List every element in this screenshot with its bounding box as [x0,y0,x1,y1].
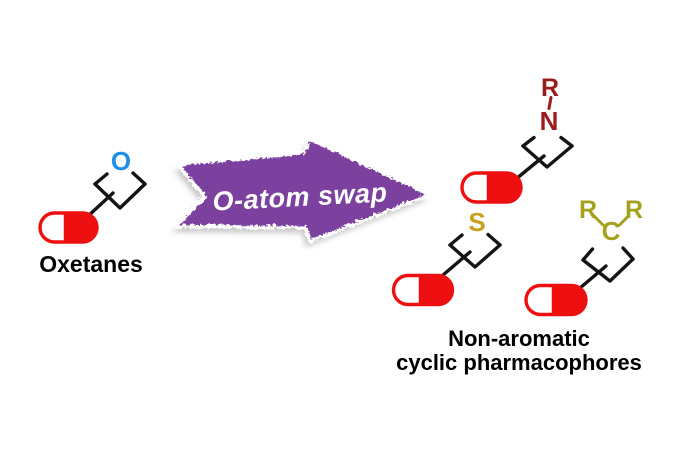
oxetane-structure: O Oxetanes [38,146,147,277]
oxetanes-caption: Oxetanes [39,251,143,277]
azetidine-r-label: R [541,74,559,102]
arrow-body [172,135,431,242]
nitrogen-atom-label: N [540,106,559,136]
azetidine-rn-bond [547,96,553,110]
oxetane-pill-bond [85,191,115,219]
carbon-atom-label: C [602,216,621,246]
cyclobutane-ring-right-edge [621,246,635,261]
azetidine-ring-right-edge [559,135,574,148]
azetidine-ring-left-edge [521,135,536,148]
azetidine-pill-red-half [486,171,523,204]
products-caption-line2: cyclic pharmacophores [396,350,642,375]
products-caption-line1: Non-aromatic [448,326,590,351]
thietane-pill-red-half [418,274,454,306]
cyclobutane-rc-bond-right [618,214,630,227]
oxetane-ring-right-edge [131,171,147,186]
cyclobutane-pill-red-half [551,284,588,316]
oxygen-atom-label: O [111,146,131,176]
oxetane-ring-bottom [93,182,147,210]
thietane-pill-bond [441,250,472,277]
thietane-ring-left-edge [448,233,464,247]
cyclobutane-r-left-label: R [579,196,597,224]
thietane-structure: S [391,207,502,307]
cyclobutane-structure: R R C [524,196,643,317]
oxetane-pill-red-half [63,211,99,244]
thietane-ring-right-edge [486,232,502,247]
sulfur-atom-label: S [468,207,485,237]
cyclobutane-ring-left-edge [581,247,595,262]
azetidine-ring-bottom [521,144,574,169]
cyclobutane-rc-bond-left [592,214,605,227]
cyclobutane-ring-bottom [581,257,635,283]
azetidine-structure: R N [460,74,574,204]
cyclobutane-r-right-label: R [625,196,643,224]
azetidine-pill-bond [514,154,546,181]
products-caption: Non-aromatic cyclic pharmacophores [396,326,642,375]
reaction-arrow: O-atom swap [172,135,431,247]
thietane-ring-bottom [448,243,502,269]
cyclobutane-pill-bond [578,264,608,290]
oxetane-ring-left-edge [93,172,109,186]
